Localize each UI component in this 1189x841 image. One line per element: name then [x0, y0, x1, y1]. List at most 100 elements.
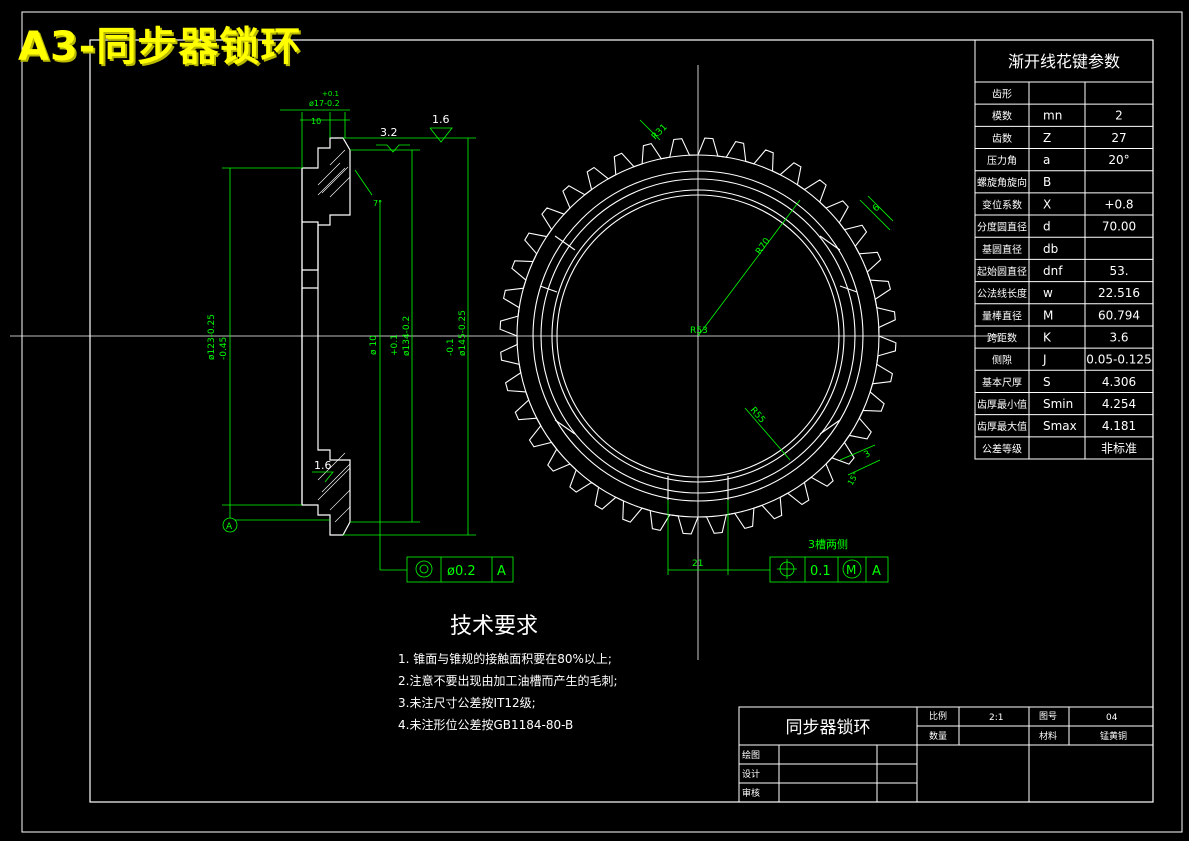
- table-symbol-3: a: [1043, 153, 1050, 167]
- table-value-15: 4.181: [1102, 419, 1136, 433]
- table-value-9: 22.516: [1098, 286, 1140, 300]
- table-symbol-5: X: [1043, 197, 1051, 211]
- spline-table-title: 渐开线花键参数: [1008, 52, 1120, 71]
- table-label-14: 齿厚最小值: [977, 398, 1027, 411]
- table-value-1: 2: [1115, 109, 1123, 123]
- table-value-13: 4.306: [1102, 375, 1136, 389]
- inner-circle-2: [540, 178, 856, 494]
- tech-req-title: 技术要求: [450, 614, 538, 639]
- outer-frame: [21, 11, 1183, 833]
- spline-parameter-table: [974, 39, 1154, 460]
- table-value-16: 非标准: [1101, 441, 1137, 455]
- tech-req-list: 1. 锥面与锥规的接触面积要在80%以上;2.注意不要出现由加工油槽而产生的毛刺…: [398, 651, 618, 732]
- table-label-15: 齿厚最大值: [977, 420, 1027, 433]
- inner-frame: [89, 39, 1154, 803]
- front-dimensions: [639, 119, 894, 583]
- table-label-13: 基本尺厚: [982, 376, 1022, 389]
- drawing-no-label: 图号: [1039, 711, 1057, 722]
- section-profile-lower: [301, 288, 351, 536]
- table-label-16: 公差等级: [982, 442, 1022, 455]
- radius-70: R70: [754, 236, 773, 256]
- table-symbol-12: J: [1042, 353, 1047, 367]
- table-symbol-10: M: [1043, 308, 1053, 322]
- scale-label: 比例: [929, 710, 947, 722]
- table-value-14: 4.254: [1102, 397, 1136, 411]
- dim-17-tol: +0.1: [322, 90, 339, 98]
- table-label-3: 压力角: [987, 154, 1017, 167]
- dia-134-tol: +0.1: [390, 334, 400, 356]
- dia-123-tol: -0.45: [219, 337, 229, 360]
- section-hatch: [317, 149, 351, 523]
- table-symbol-11: K: [1043, 330, 1052, 344]
- dia-145: ø145-0.25: [458, 310, 468, 356]
- table-label-5: 变位系数: [982, 198, 1022, 211]
- table-value-5: +0.8: [1104, 197, 1133, 211]
- draw-label: 绘图: [742, 749, 760, 761]
- drawing-banner-title: A3-同步器锁环: [18, 24, 302, 70]
- table-value-3: 20°: [1108, 153, 1129, 167]
- table-symbol-1: mn: [1043, 109, 1062, 123]
- title-block-text: 同步器锁环 比例 2:1 图号 04 数量 材料 锰黄铜 绘图 设计 审核: [742, 710, 1127, 799]
- table-symbol-14: Smin: [1043, 397, 1073, 411]
- fcf-datum: A: [497, 564, 506, 579]
- front-fcf-datum: A: [872, 564, 881, 579]
- dia-123: ø123-0.25: [207, 314, 217, 360]
- table-value-12: 0.05-0.125: [1086, 353, 1151, 367]
- table-label-8: 起始圆直径: [977, 265, 1027, 278]
- design-label: 设计: [742, 768, 760, 780]
- drawing-no-value: 04: [1106, 713, 1118, 723]
- qty-label: 数量: [929, 730, 947, 742]
- inner-circle-1: [532, 170, 864, 502]
- review-label: 审核: [742, 787, 760, 799]
- part-name: 同步器锁环: [786, 718, 871, 738]
- roughness-32: 3.2: [380, 126, 398, 139]
- table-label-4: 螺旋角旋向: [977, 176, 1027, 189]
- front-view: [499, 137, 897, 535]
- scale-value: 2:1: [989, 713, 1003, 723]
- table-value-11: 3.6: [1109, 330, 1128, 344]
- table-symbol-13: S: [1043, 375, 1051, 389]
- table-symbol-6: d: [1043, 220, 1051, 234]
- table-label-12: 侧隙: [992, 354, 1012, 367]
- table-label-1: 模数: [992, 110, 1012, 123]
- dim-3: 3: [863, 449, 873, 461]
- table-symbol-4: B: [1043, 175, 1051, 189]
- bore-circle-inner: [556, 194, 840, 478]
- dim-10: 10: [311, 117, 321, 126]
- table-label-7: 基圆直径: [982, 243, 1022, 256]
- dim-6: 6: [871, 203, 882, 214]
- tech-req-item-3: 3.未注尺寸公差按IT12级;: [398, 695, 536, 710]
- radius-31: R31: [650, 123, 670, 143]
- fcf-tolerance: ø0.2: [447, 564, 476, 579]
- roughness-16-bottom: 1.6: [314, 459, 332, 472]
- datum-a: A: [226, 522, 233, 532]
- material-value: 锰黄铜: [1100, 730, 1127, 742]
- radius-55: R55: [748, 406, 767, 426]
- dia-10: ø 10: [369, 335, 379, 355]
- table-label-11: 跨距数: [987, 331, 1017, 344]
- section-profile: [301, 137, 351, 289]
- bore-circle: [551, 189, 845, 483]
- front-fcf-tolerance: 0.1: [810, 564, 831, 579]
- table-value-6: 70.00: [1102, 220, 1136, 234]
- root-circle: [516, 154, 880, 518]
- dim-17: ø17-0.2: [309, 99, 340, 108]
- table-value-8: 53.: [1109, 264, 1128, 278]
- dia-145-tol: -0.1: [446, 338, 456, 356]
- tech-req-item-1: 1. 锥面与锥规的接触面积要在80%以上;: [398, 651, 612, 666]
- angle-7: 7°: [373, 199, 382, 208]
- section-dimensions: [222, 109, 514, 583]
- radius-53: R53: [690, 326, 708, 336]
- table-symbol-8: dnf: [1043, 264, 1063, 278]
- table-symbol-7: db: [1043, 242, 1058, 256]
- angle-15: 15°: [846, 470, 861, 487]
- table-symbol-2: Z: [1043, 131, 1051, 145]
- table-value-2: 27: [1111, 131, 1126, 145]
- roughness-16-top: 1.6: [432, 113, 450, 126]
- table-label-0: 齿形: [992, 89, 1012, 101]
- table-symbol-15: Smax: [1043, 419, 1077, 433]
- title-block: [738, 706, 1154, 803]
- table-value-10: 60.794: [1098, 308, 1140, 322]
